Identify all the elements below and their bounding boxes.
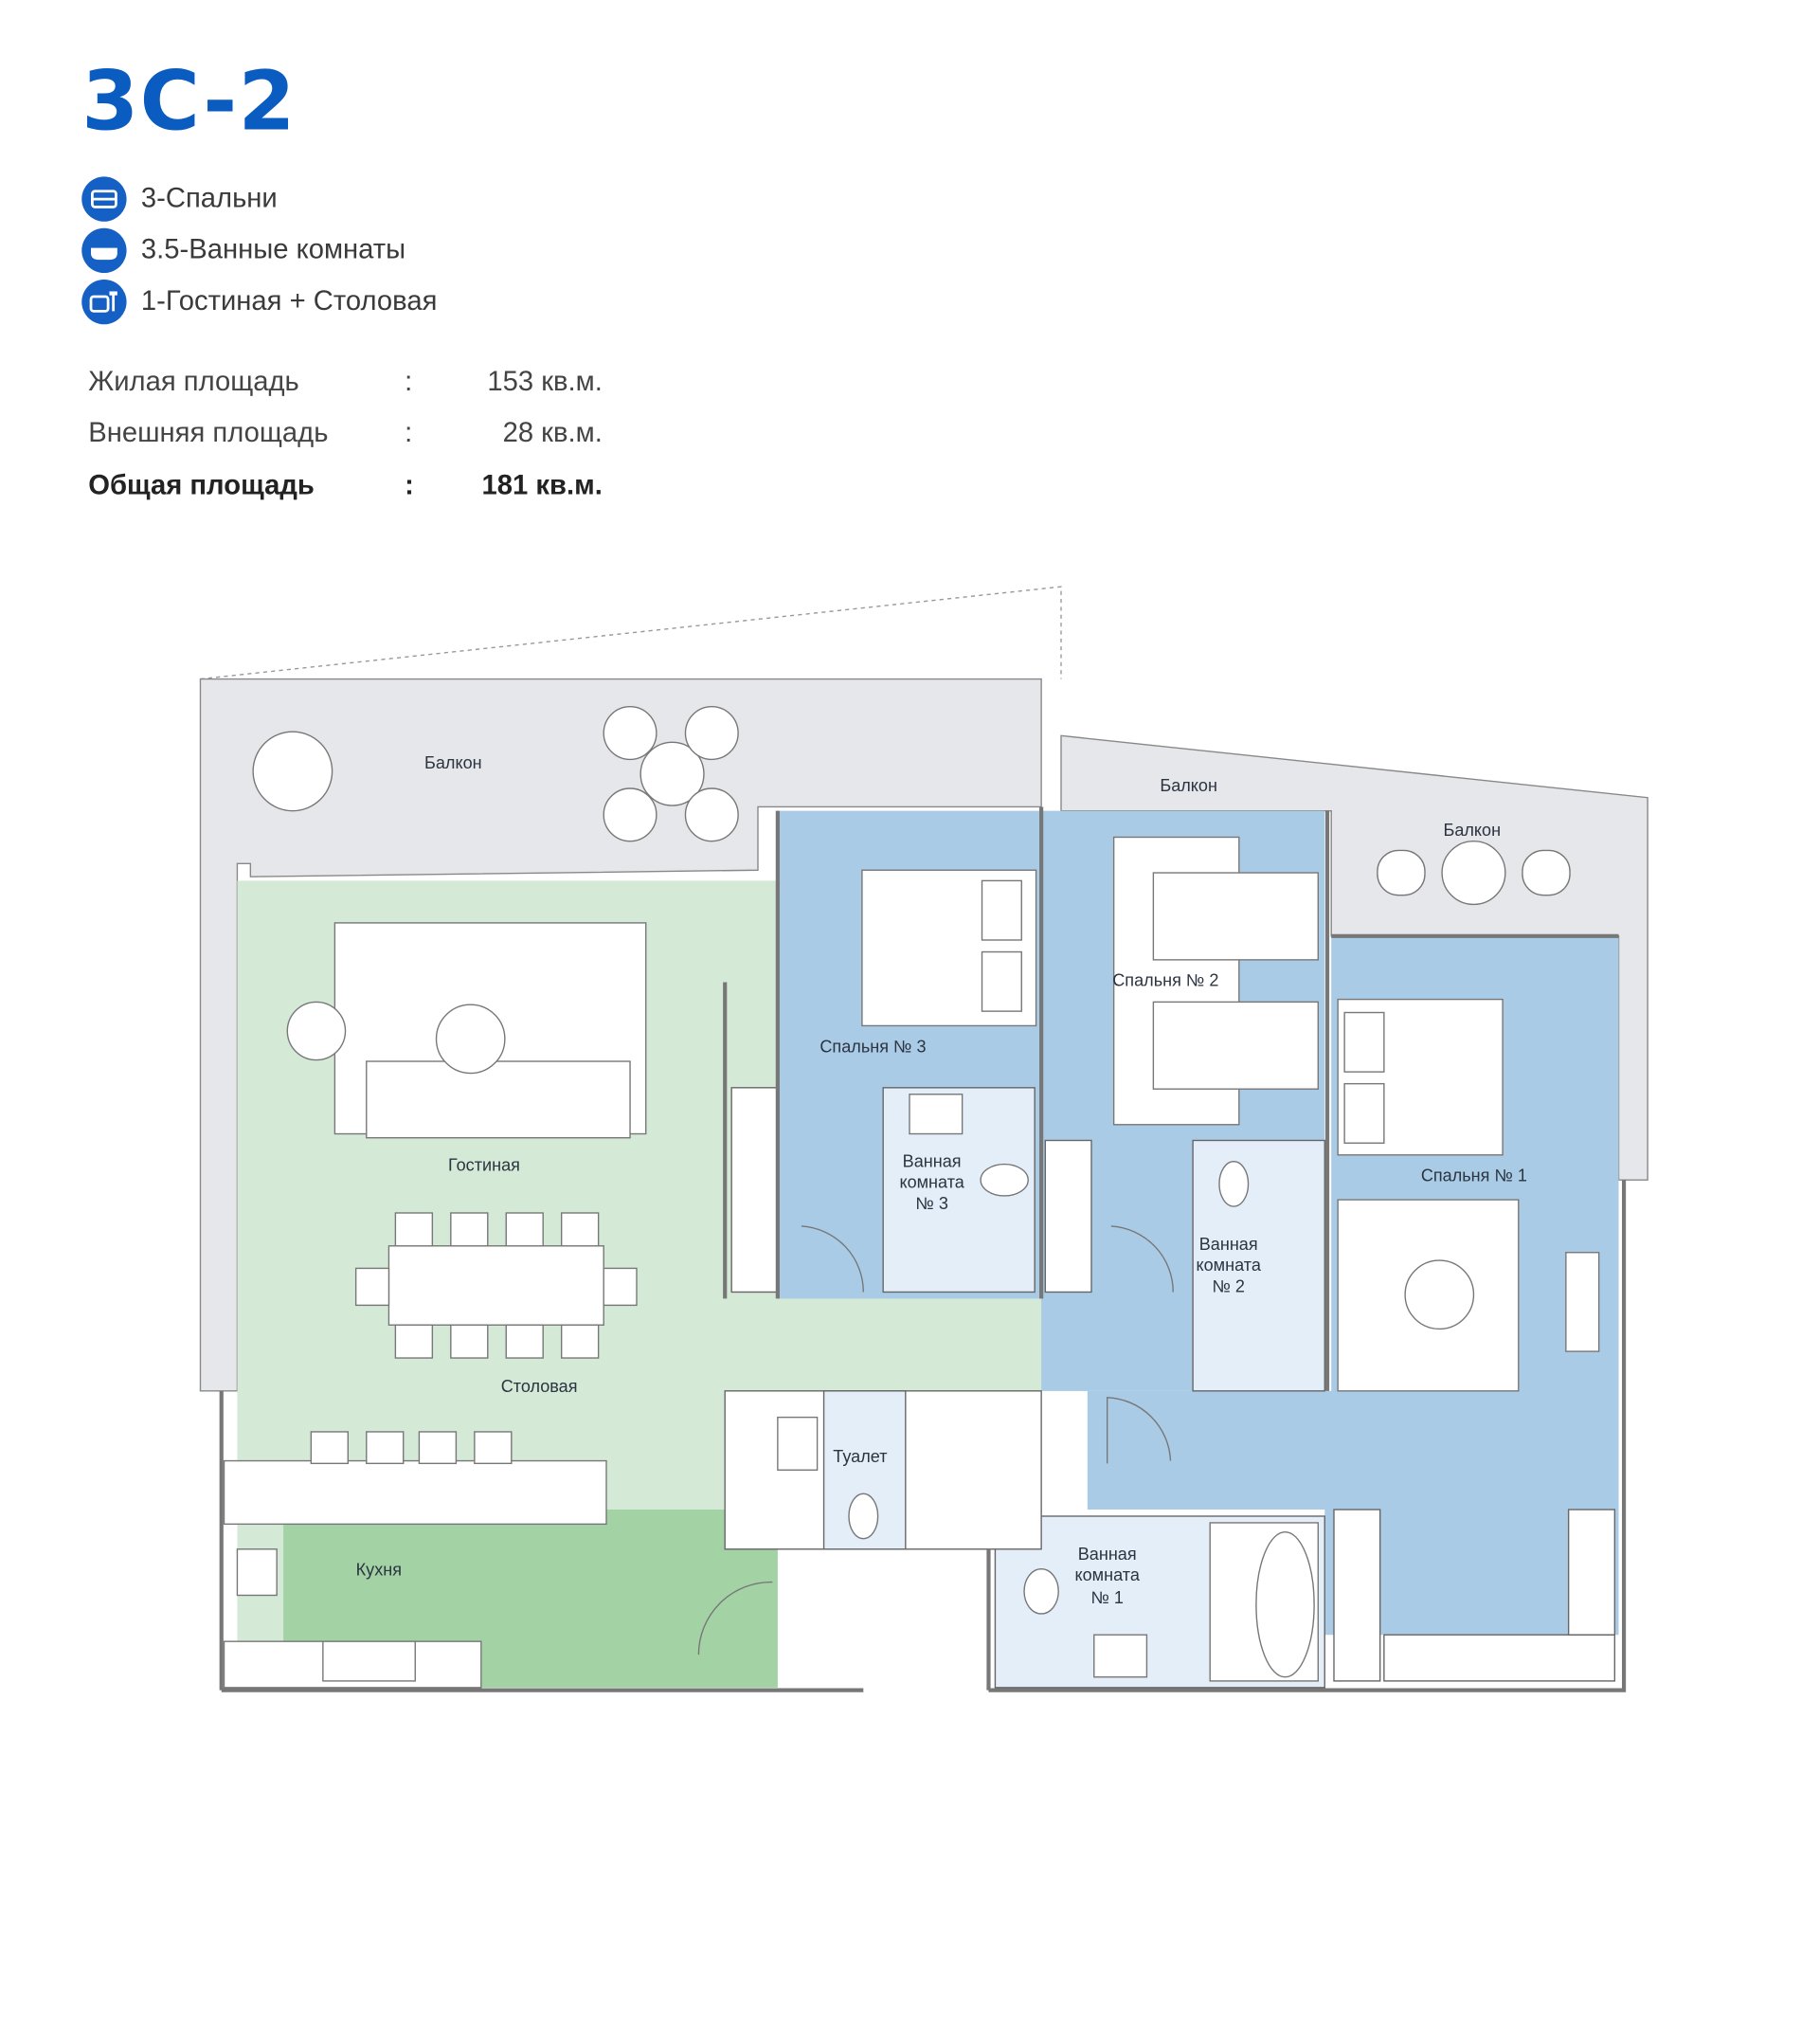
bathroom-2-area [1192, 1139, 1325, 1392]
dining-chairs [310, 1212, 638, 1465]
doors [697, 1225, 1174, 1655]
kitchen-island [223, 1459, 607, 1526]
label-balcony-right: Балкон [1443, 821, 1501, 840]
roof-outline [200, 586, 1062, 680]
feature-bathrooms: 3.5-Ванные комнаты [81, 227, 406, 273]
bath-fixtures [236, 1094, 1319, 1682]
sofa [366, 1060, 631, 1139]
unit-title: 3C-2 [81, 52, 297, 150]
feature-label: 3-Спальни [140, 183, 278, 214]
feature-label: 1-Гостиная + Столовая [140, 285, 438, 317]
armchair [286, 1001, 347, 1061]
wardrobe [1567, 1509, 1616, 1636]
label-balcony-left: Балкон [424, 753, 482, 772]
wardrobe [1333, 1509, 1381, 1682]
bed-icon [81, 176, 127, 222]
balcony-left [199, 678, 1042, 1392]
feature-label: 3.5-Ванные комнаты [140, 234, 406, 265]
dining-table [387, 1245, 604, 1326]
area-separator: : [405, 470, 414, 501]
area-separator: : [405, 418, 413, 449]
wardrobe [1383, 1634, 1616, 1682]
feature-bedrooms: 3-Спальни [81, 176, 278, 222]
sofa-lamp-icon [81, 279, 127, 325]
area-label: Внешняя площадь [88, 418, 329, 449]
area-value: 28 кв.м. [502, 418, 603, 449]
balcony-furniture [252, 706, 1571, 906]
label-toilet: Туалет [833, 1447, 887, 1466]
label-dining: Столовая [501, 1377, 578, 1396]
wardrobe [1044, 1139, 1092, 1293]
kitchen-area [283, 1510, 778, 1688]
walls [219, 806, 1627, 1692]
feature-living: 1-Гостиная + Столовая [81, 279, 438, 325]
wardrobe [730, 1087, 779, 1293]
area-value: 181 кв.м. [481, 470, 603, 501]
label-living: Гостиная [448, 1155, 520, 1174]
label-bedroom-3: Спальня № 3 [819, 1037, 926, 1056]
bathtub-icon [81, 227, 127, 273]
area-label: Общая площадь [88, 470, 315, 501]
label-bedroom-1: Спальня № 1 [1421, 1167, 1527, 1185]
area-separator: : [405, 366, 413, 397]
label-kitchen: Кухня [356, 1561, 402, 1580]
coffee-table [435, 1004, 506, 1075]
area-value: 153 кв.м. [487, 366, 603, 397]
label-balcony-mid: Балкон [1160, 776, 1217, 795]
label-bedroom-2: Спальня № 2 [1112, 971, 1218, 990]
area-label: Жилая площадь [88, 366, 299, 397]
beds [861, 836, 1600, 1392]
